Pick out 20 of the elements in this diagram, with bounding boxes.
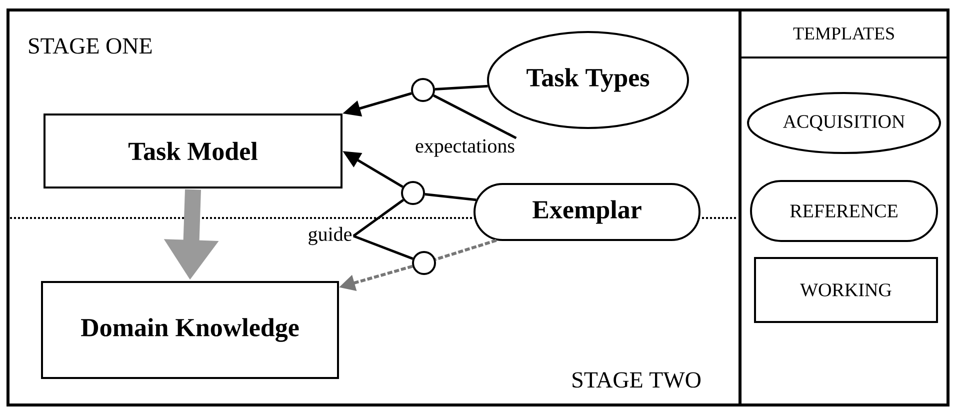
- connector-line: [433, 94, 517, 140]
- junction-circle: [412, 251, 436, 275]
- process-box: Domain Knowledge: [41, 281, 339, 379]
- rounded-node: REFERENCE: [750, 180, 938, 242]
- stage-label: STAGE ONE: [29, 38, 152, 54]
- process-box: WORKING: [754, 257, 938, 323]
- connector-line: [424, 193, 476, 202]
- process-box: Task Model: [44, 114, 342, 188]
- ellipse-node: Task Types: [487, 31, 689, 129]
- connector-line: [434, 84, 488, 91]
- junction-circle: [411, 78, 435, 102]
- connector-line: [352, 234, 414, 260]
- annotation-text: expectations: [416, 139, 514, 157]
- rounded-node: Exemplar: [474, 183, 700, 241]
- connector-line: [352, 199, 404, 238]
- stage-label: STAGE TWO: [572, 372, 701, 388]
- ellipse-node: ACQUISITION: [747, 92, 942, 154]
- connector-line: [435, 238, 497, 261]
- annotation-text: guide: [308, 226, 352, 246]
- junction-circle: [401, 181, 425, 205]
